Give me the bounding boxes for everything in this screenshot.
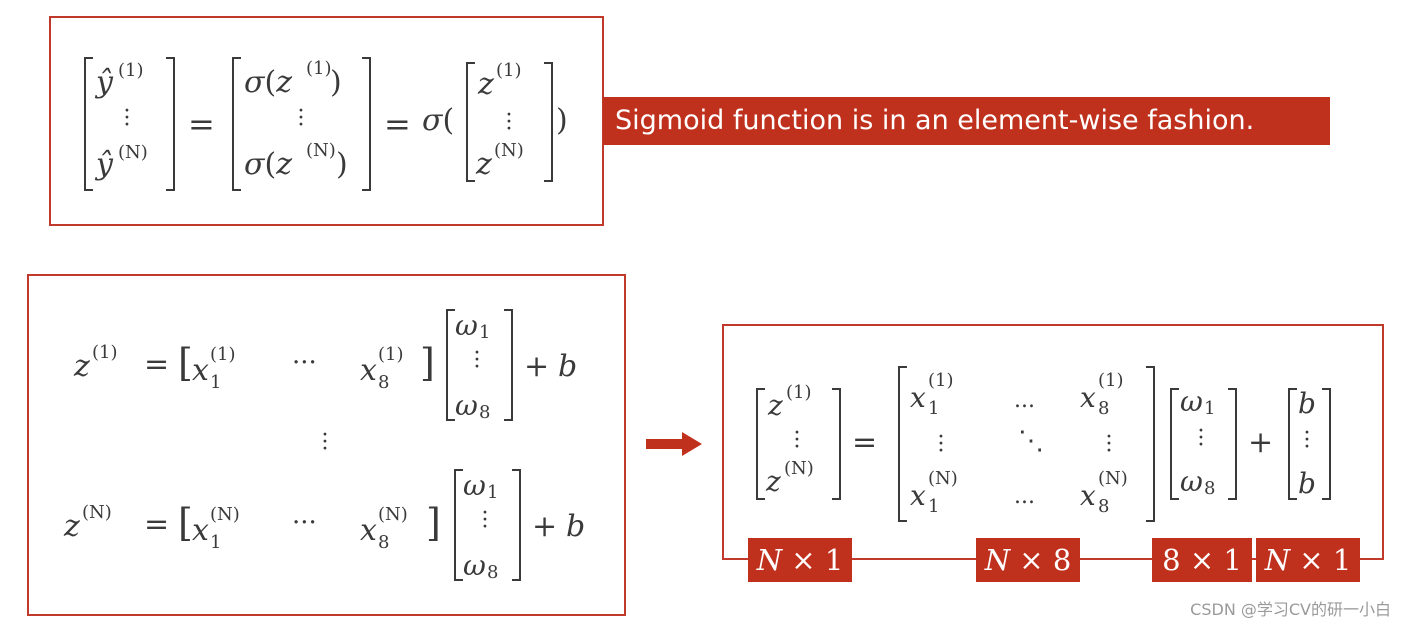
dimension-label-w: 8 × 1	[1152, 538, 1252, 582]
dim-right: 1	[824, 543, 844, 577]
right-arrow-icon	[646, 432, 702, 456]
row-bracket-right: ]	[420, 341, 435, 385]
bracket-left	[898, 366, 907, 522]
scalar-equations-box	[27, 274, 626, 616]
dim-left: 8	[1162, 543, 1181, 577]
dim-right: 1	[1223, 543, 1242, 577]
plus-sign: +	[524, 349, 550, 384]
x1-n: x(N)1	[192, 504, 240, 553]
bracket-right	[1228, 388, 1237, 500]
equals-sign: =	[144, 507, 170, 542]
z-n-lhs: z(N)	[64, 502, 112, 544]
dim-left: N	[756, 543, 783, 577]
bracket-left	[446, 309, 455, 421]
bracket-left	[1170, 388, 1179, 500]
dimension-label-b: N × 1	[1256, 538, 1360, 582]
row-bracket-left: [	[178, 341, 193, 385]
b-bottom: b	[1298, 467, 1316, 500]
z-1: z(1)	[768, 382, 812, 422]
dim-right: 8	[1052, 543, 1072, 577]
hdots: ...	[1014, 484, 1035, 509]
vdots: ···	[123, 99, 131, 138]
hdots: ...	[1014, 388, 1035, 413]
dim-right: 1	[1332, 543, 1352, 577]
dimension-label-x: N × 8	[976, 538, 1080, 582]
dim-op: ×	[1019, 543, 1044, 577]
bias-b: b	[558, 349, 578, 384]
row-bracket-left: [	[178, 501, 193, 545]
z-1-lhs: z(1)	[74, 342, 118, 384]
vdots: ···	[937, 425, 945, 464]
bracket-left	[84, 57, 93, 191]
x8-1: x(1)8	[1080, 370, 1124, 419]
sigma-z-n: σ(z(N))	[244, 140, 348, 182]
plus-sign: +	[532, 509, 558, 544]
dim-left: N	[984, 543, 1011, 577]
bracket-left	[1288, 388, 1297, 500]
z-1: z(1)	[478, 60, 522, 102]
vdots: ···	[793, 421, 801, 460]
bracket-right	[166, 57, 175, 191]
bracket-right	[1146, 366, 1155, 522]
bracket-right	[1322, 388, 1331, 500]
x8-1: x(1)8	[360, 344, 404, 393]
bracket-left	[756, 388, 765, 500]
vdots: ···	[1303, 421, 1311, 460]
x8-n: x(N)8	[1080, 468, 1128, 517]
sigma: σ(	[422, 103, 455, 138]
vdots: ···	[1105, 425, 1113, 464]
vdots: ···	[505, 103, 513, 142]
vdots: ···	[297, 99, 305, 138]
y-hat-1: ŷ(1)	[96, 60, 144, 100]
z-n: z(N)	[476, 140, 524, 182]
equals-sign: =	[852, 425, 878, 460]
bracket-right	[832, 388, 841, 500]
sigmoid-equation-box	[49, 16, 604, 226]
sigma-z-1: σ(z(1))	[244, 58, 342, 100]
x1-1: x(1)1	[192, 344, 236, 393]
bracket-left	[466, 62, 475, 182]
dim-op: ×	[1299, 543, 1324, 577]
plus-sign: +	[1248, 425, 1274, 460]
dim-left: N	[1264, 543, 1291, 577]
bracket-left	[232, 57, 241, 191]
equals-sign: =	[188, 105, 215, 143]
b-top: b	[1298, 387, 1316, 420]
x1-1: x(1)1	[910, 370, 954, 419]
equals-sign: =	[144, 347, 170, 382]
z-n: z(N)	[766, 458, 814, 498]
bracket-right	[544, 62, 553, 182]
bias-b: b	[566, 509, 586, 544]
hdots: ···	[292, 348, 317, 378]
bracket-right	[362, 57, 371, 191]
x8-n: x(N)8	[360, 504, 408, 553]
hdots: ···	[292, 508, 317, 538]
dim-op: ×	[1189, 543, 1215, 577]
matrix-equation-box	[722, 324, 1384, 560]
y-hat-n: ŷ(N)	[96, 142, 148, 182]
x1-n: x(N)1	[910, 468, 958, 517]
vdots: ···	[481, 501, 489, 540]
bracket-right	[512, 469, 521, 581]
bracket-left	[454, 469, 463, 581]
vdots: ···	[473, 341, 481, 380]
bracket-right	[504, 309, 513, 421]
dim-op: ×	[791, 543, 816, 577]
watermark: CSDN @学习CV的研一小白	[1190, 600, 1391, 619]
row-bracket-right: ]	[426, 501, 441, 545]
vdots: ···	[321, 423, 329, 462]
vdots: ···	[1197, 419, 1205, 458]
sigmoid-callout: Sigmoid function is in an element-wise f…	[603, 97, 1330, 145]
close-paren: )	[556, 103, 568, 138]
equals-sign: =	[384, 105, 411, 143]
dimension-label-z: N × 1	[748, 538, 852, 582]
ddots: ⋱	[1018, 426, 1044, 456]
